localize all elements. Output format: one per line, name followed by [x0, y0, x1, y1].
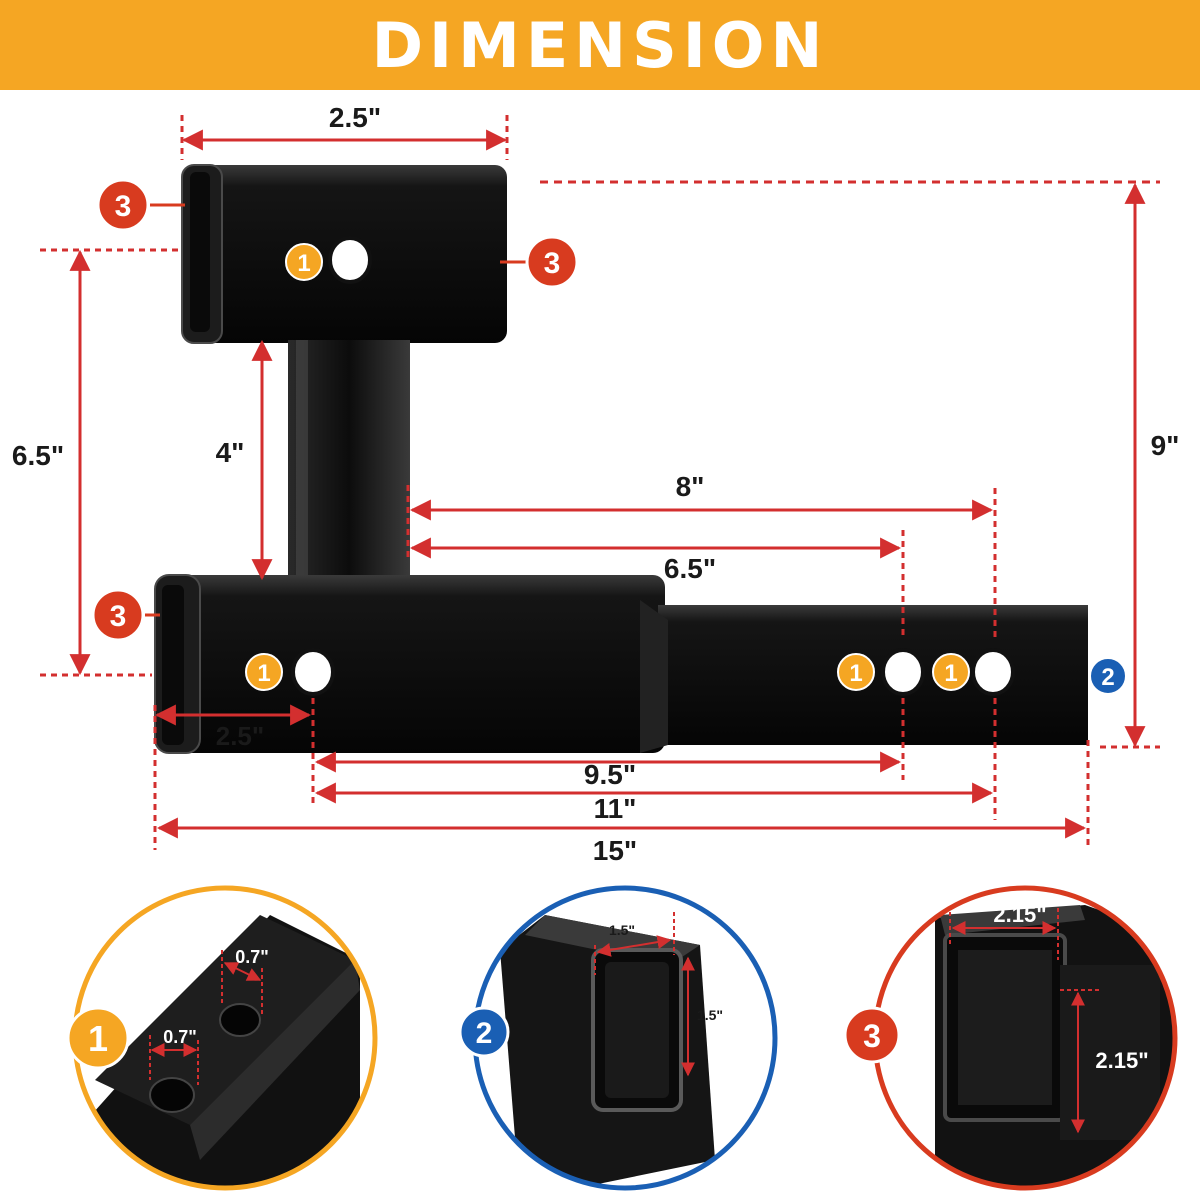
detail-end-width: 1.5"	[609, 922, 635, 938]
svg-text:3: 3	[110, 600, 127, 633]
dim-hole-to-far: 8"	[676, 471, 705, 502]
dim-hole-span-mid: 9.5"	[584, 759, 636, 790]
header-banner: DIMENSION	[0, 0, 1200, 90]
detail-end-height: 1.5"	[697, 1007, 723, 1023]
dim-overall-length: 15"	[593, 835, 637, 866]
detail-hole-dim-1: 0.7"	[235, 947, 269, 967]
dim-hole-span-far: 11"	[594, 793, 637, 824]
dim-riser: 4"	[216, 437, 245, 468]
svg-text:3: 3	[544, 247, 561, 280]
badge-collar-bottom: 3	[91, 588, 160, 642]
svg-text:2: 2	[1101, 664, 1114, 691]
detail-collar-circle: 2.15" 2.15" 3	[843, 885, 1178, 1191]
svg-text:1: 1	[849, 660, 862, 687]
dim-front-offset: 2.5"	[216, 721, 264, 751]
badge-collar-top-left: 3	[96, 178, 185, 232]
detail-hole-dim-2: 0.7"	[163, 1027, 197, 1047]
dim-top-width: 2.5"	[329, 102, 381, 133]
badge-hole-mid: 1	[837, 653, 875, 691]
svg-text:1: 1	[297, 250, 310, 277]
svg-text:1: 1	[944, 660, 957, 687]
detail-collar-badge: 3	[863, 1018, 881, 1054]
svg-text:3: 3	[115, 190, 132, 223]
banner-title: DIMENSION	[371, 8, 829, 82]
badge-hole-top: 1	[285, 243, 323, 281]
dimension-lines	[40, 115, 1160, 850]
detail-end-circle: 1.5" 1.5" 2	[458, 885, 778, 1191]
detail-hole-circle: 0.7" 0.7" 1	[66, 885, 378, 1191]
detail-collar-height: 2.15"	[1095, 1048, 1148, 1073]
badge-end: 2	[1089, 657, 1127, 695]
dim-left-height: 6.5"	[12, 440, 64, 471]
dim-hole-to-mid: 6.5"	[664, 553, 716, 584]
badge-collar-top-right: 3	[500, 235, 579, 289]
detail-hole-badge: 1	[88, 1018, 108, 1059]
detail-collar-width: 2.15"	[993, 902, 1046, 927]
badge-hole-front: 1	[245, 653, 283, 691]
svg-text:1: 1	[257, 660, 270, 687]
detail-end-badge: 2	[476, 1017, 493, 1050]
dim-overall-height: 9"	[1151, 430, 1180, 461]
badge-hole-far: 1	[932, 653, 970, 691]
